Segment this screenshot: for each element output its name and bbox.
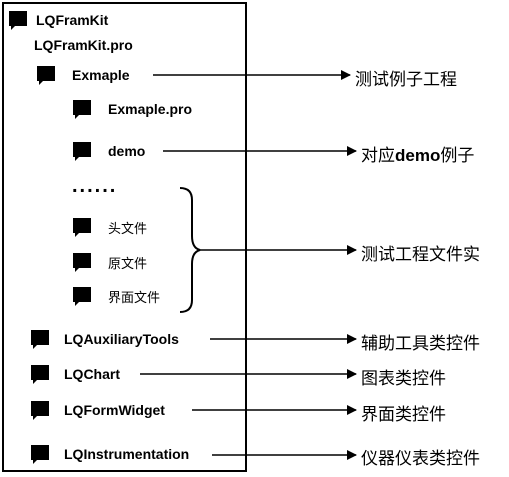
tree-item-module[interactable]: LQAuxiliaryTools — [30, 329, 179, 349]
note-demo: 对应demo例子 — [361, 141, 474, 166]
tree-item-label: LQInstrumentation — [64, 446, 190, 462]
tree-item-root[interactable]: LQFramKit — [8, 10, 108, 30]
note-module: 仪器仪表类控件 — [361, 449, 480, 469]
tree-item-label: 头文件 — [108, 221, 148, 237]
tree-item-label: LQFormWidget — [64, 402, 165, 418]
folder-icon — [30, 364, 50, 384]
folder-icon — [30, 400, 50, 420]
tree-item-label: LQFramKit — [36, 12, 109, 28]
folder-icon — [8, 10, 28, 30]
note-demo-prefix: 对应 — [361, 146, 395, 166]
folder-icon — [36, 65, 56, 85]
tree-item-label: LQFramKit.pro — [34, 37, 133, 53]
folder-icon — [72, 141, 92, 161]
note-demo-code: demo — [395, 146, 441, 165]
folder-icon — [72, 217, 92, 237]
tree-item-root-pro[interactable]: LQFramKit.pro — [34, 37, 133, 53]
note-demo-suffix: 例子 — [440, 146, 475, 166]
folder-icon — [30, 444, 50, 464]
folder-icon — [72, 286, 92, 306]
tree-item-label: demo — [108, 143, 146, 159]
note-module: 图表类控件 — [361, 369, 446, 389]
tree-item-module[interactable]: LQFormWidget — [30, 400, 165, 420]
note-exmaple: 测试例子工程 — [355, 70, 457, 90]
tree-item-label: 原文件 — [108, 256, 148, 272]
tree-item-file[interactable]: 头文件 — [72, 217, 147, 237]
tree-item-file[interactable]: 原文件 — [72, 252, 147, 272]
tree-item-exmaple-pro[interactable]: Exmaple.pro — [72, 99, 192, 119]
tree-item-label: LQChart — [64, 366, 120, 382]
tree-item-label: Exmaple — [72, 67, 130, 83]
tree-item-label: 界面文件 — [108, 290, 161, 306]
tree-item-module[interactable]: LQInstrumentation — [30, 444, 189, 464]
note-files: 测试工程文件实 — [361, 245, 480, 265]
tree-item-demo[interactable]: demo — [72, 141, 145, 161]
tree-item-label: LQAuxiliaryTools — [64, 331, 179, 347]
tree-frame — [2, 2, 247, 472]
folder-icon — [72, 99, 92, 119]
tree-item-module[interactable]: LQChart — [30, 364, 120, 384]
folder-icon — [72, 252, 92, 272]
folder-icon — [30, 329, 50, 349]
brace — [179, 187, 201, 313]
ellipsis: ...... — [72, 175, 118, 197]
note-module: 界面类控件 — [361, 405, 446, 425]
note-module: 辅助工具类控件 — [361, 334, 480, 354]
tree-item-file[interactable]: 界面文件 — [72, 286, 160, 306]
tree-item-exmaple[interactable]: Exmaple — [36, 65, 130, 85]
tree-item-label: Exmaple.pro — [108, 101, 193, 117]
